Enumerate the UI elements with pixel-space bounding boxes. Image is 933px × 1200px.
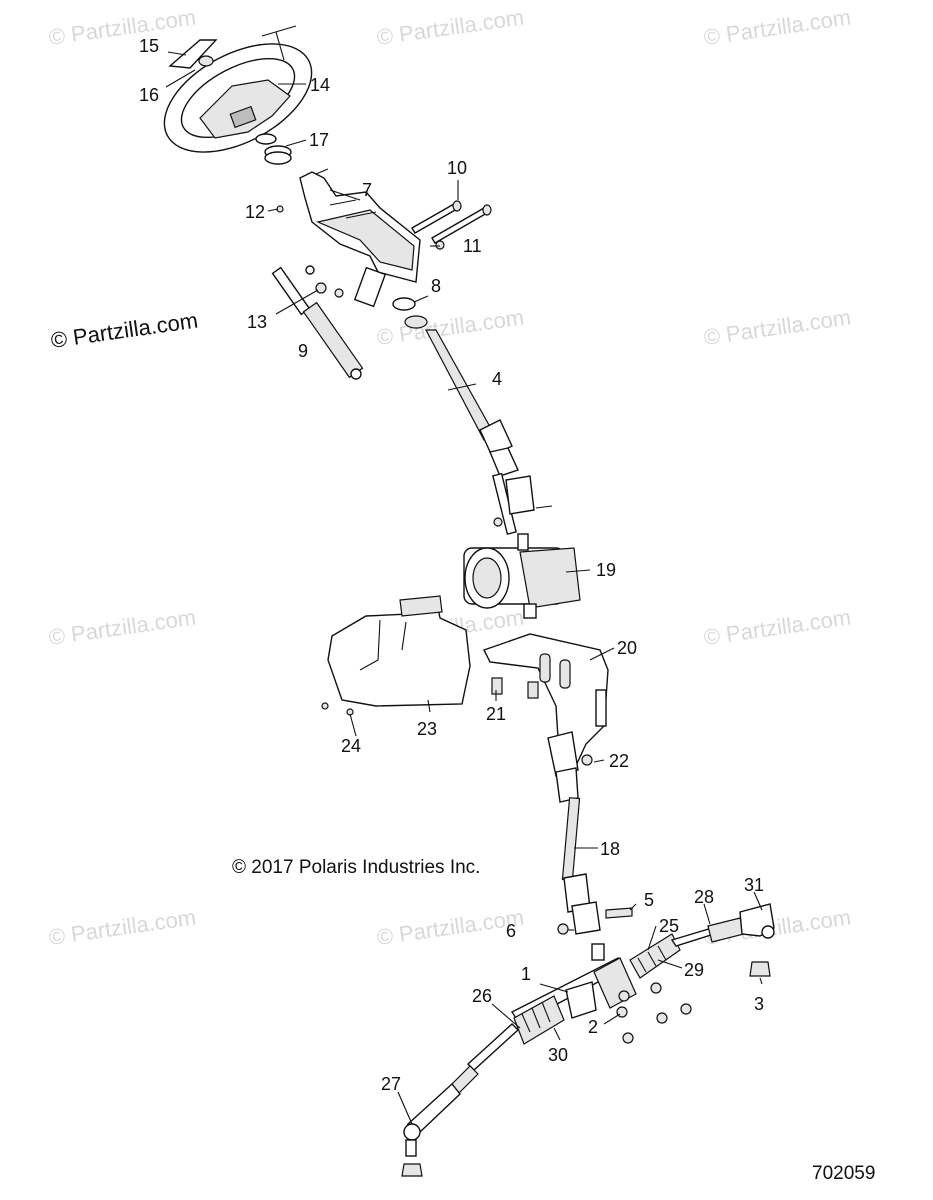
watermark: © Partzilla.com [47,605,197,650]
callout-17: 17 [309,130,329,150]
callout-23: 23 [417,719,437,739]
callout-16: 16 [139,85,159,105]
callout-10: 10 [447,158,467,178]
callout-20: 20 [617,638,637,658]
callout-19: 19 [596,560,616,580]
intermediate-shaft-part [547,731,601,935]
callout-5: 5 [644,890,654,910]
bolt-part [581,754,593,766]
watermark: © Partzilla.com [47,905,197,950]
watermark-layer: © Partzilla.com © Partzilla.com © Partzi… [47,5,852,950]
badge-bracket-part [168,39,218,69]
callout-8: 8 [431,276,441,296]
nut-part [557,923,569,935]
callout-21: 21 [486,704,506,724]
callout-27: 27 [381,1074,401,1094]
callout-18: 18 [600,839,620,859]
callout-25: 25 [659,916,679,936]
motor-mount-bracket-part [483,633,609,771]
callout-14: 14 [310,75,330,95]
upper-steering-shaft-part [425,329,553,535]
bolt-part [315,168,329,175]
nut-part [401,1163,423,1177]
callout-11: 11 [463,236,482,256]
watermark: © Partzilla.com [702,605,852,650]
callout-7: 7 [362,180,372,200]
callout-2: 2 [588,1017,598,1037]
leader-lines [165,51,763,1125]
callout-26: 26 [472,986,492,1006]
copyright-notice: © 2017 Polaris Industries Inc. [232,857,480,878]
callout-24: 24 [341,736,361,756]
callout-30: 30 [548,1045,568,1065]
callout-1: 1 [521,964,531,984]
nut-part [264,145,292,165]
callout-6: 6 [506,921,516,941]
watermark: © Partzilla.com [702,305,852,350]
watermark: © Partzilla.com [47,5,197,50]
nut-part [435,240,445,250]
steering-column-bracket-part [299,171,421,308]
callout-28: 28 [694,887,714,907]
watermark: © Partzilla.com [375,305,525,350]
grommet-part [392,297,428,329]
steering-wheel-part [163,25,313,153]
cap-part [198,55,214,67]
callout-13: 13 [247,312,267,332]
long-bolt-part [411,200,492,244]
watermark-main: © Partzilla.com [49,308,199,353]
bolt-part [605,907,633,919]
callout-22: 22 [609,751,629,771]
callout-29: 29 [684,960,704,980]
power-steering-motor-part [463,533,581,619]
watermark: © Partzilla.com [375,5,525,50]
callout-15: 15 [139,36,159,56]
callout-3: 3 [754,994,764,1014]
mount-bolt-part [491,677,539,699]
cover-screw-part [321,702,354,716]
gas-strut-part [271,265,364,380]
motor-cover-part [327,595,471,707]
callout-12: 12 [245,202,265,222]
callout-4: 4 [492,369,502,389]
callout-31: 31 [744,875,764,895]
watermark: © Partzilla.com [375,905,525,950]
callout-9: 9 [298,341,308,361]
diagram-number: 702059 [812,1163,875,1184]
watermark: © Partzilla.com [702,5,852,50]
callout-labels: 15 16 14 17 12 7 10 11 8 13 9 4 19 20 21… [139,36,764,1094]
part-drawings [163,25,775,1177]
nut-part [749,961,771,977]
